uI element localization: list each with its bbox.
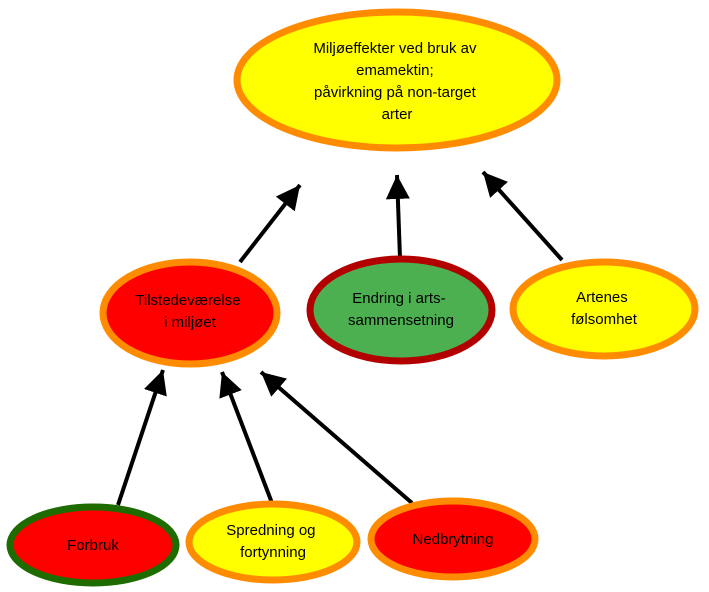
node-composition-line: Endring i arts- <box>352 290 445 307</box>
node-sensitivity-label: Artenes følsomhet <box>571 289 638 328</box>
node-composition-label: Endring i arts- sammensetning <box>348 290 454 329</box>
node-top: Miljøeffekter ved bruk av emamektin; påv… <box>233 8 561 152</box>
node-spread-shape <box>185 500 361 584</box>
edge-spread-to-presence <box>219 371 274 504</box>
node-presence-label: Tilstedeværelse i miljøet <box>135 292 245 331</box>
node-degradation: Nedbrytning <box>367 497 539 581</box>
node-presence-shape <box>99 258 281 368</box>
node-top-line: emamektin; <box>356 62 434 79</box>
node-composition: Endring i arts- sammensetning <box>306 255 496 365</box>
edges <box>116 170 564 506</box>
node-degradation-label: Nedbrytning <box>413 531 494 548</box>
node-degradation-line: Nedbrytning <box>413 531 494 548</box>
node-sensitivity-line: Artenes <box>576 289 628 306</box>
edge-consumption-to-presence <box>116 369 167 506</box>
node-top-shape <box>233 8 561 152</box>
edge-sensitivity-to-top <box>481 170 564 262</box>
node-presence: Tilstedeværelse i miljøet <box>99 258 281 368</box>
node-degradation-shape <box>367 497 539 581</box>
node-sensitivity: Artenes følsomhet <box>509 258 699 360</box>
node-spread-line: Spredning og <box>226 522 315 539</box>
node-sensitivity-shape <box>509 258 699 360</box>
node-top-line: påvirkning på non-target <box>314 84 477 101</box>
node-spread: Spredning og fortynning <box>185 500 361 584</box>
edge-degradation-to-presence <box>259 370 414 505</box>
node-consumption-line: Forbruk <box>67 537 119 554</box>
node-consumption: Forbruk <box>6 503 180 587</box>
node-consumption-shape <box>6 503 180 587</box>
node-spread-line: fortynning <box>240 544 306 561</box>
node-presence-line: i miljøet <box>164 314 216 331</box>
node-sensitivity-line: følsomhet <box>571 311 638 328</box>
node-composition-line: sammensetning <box>348 312 454 329</box>
edge-composition-to-top <box>385 174 410 259</box>
node-top-line: Miljøeffekter ved bruk av <box>313 40 477 57</box>
node-spread-label: Spredning og fortynning <box>226 522 319 561</box>
node-top-label: Miljøeffekter ved bruk av emamektin; påv… <box>313 40 480 123</box>
node-top-line: arter <box>382 106 413 123</box>
node-consumption-label: Forbruk <box>67 537 119 554</box>
node-composition-shape <box>306 255 496 365</box>
node-presence-line: Tilstedeværelse <box>135 292 240 309</box>
edge-presence-to-top <box>238 183 302 264</box>
